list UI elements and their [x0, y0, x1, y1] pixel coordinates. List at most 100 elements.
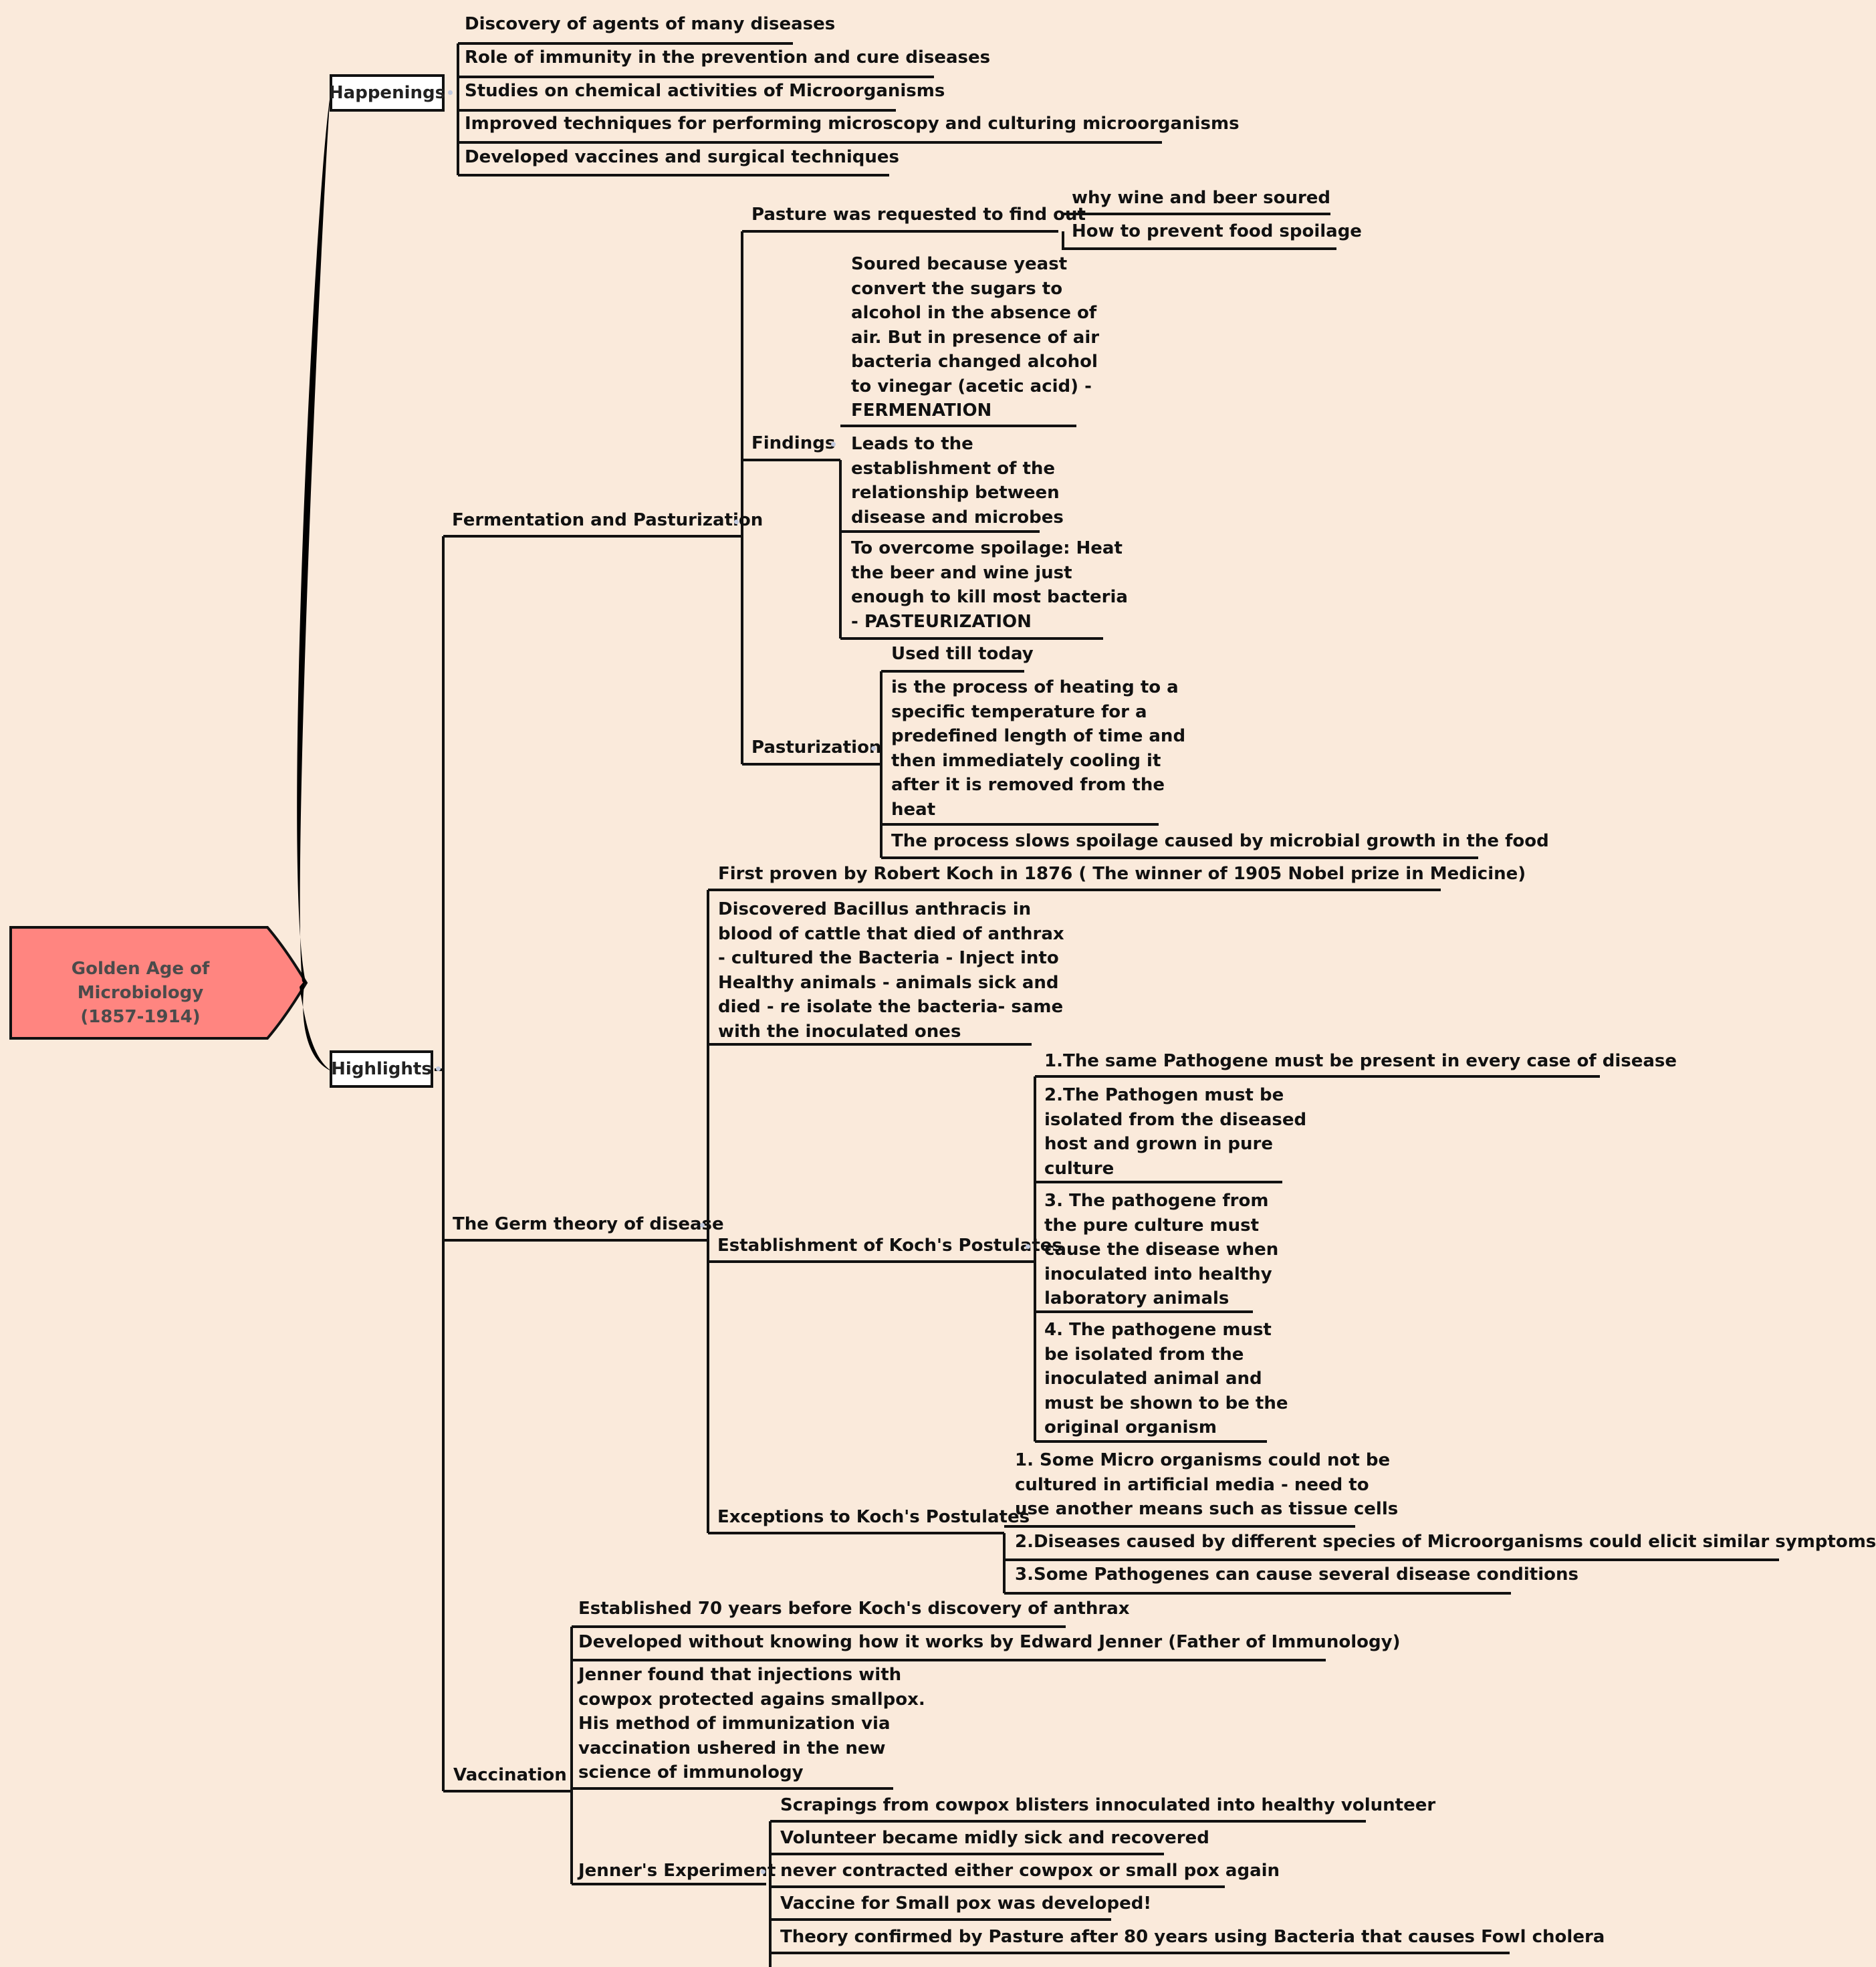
findings-item-2[interactable]: Leads to the establishment of the relati… — [851, 432, 1064, 530]
happenings-item-5[interactable]: Developed vaccines and surgical techniqu… — [465, 147, 899, 167]
findings-collapse-dot[interactable] — [831, 442, 836, 447]
postulate-2[interactable]: 2.The Pathogen must be isolated from the… — [1044, 1083, 1306, 1181]
findings-item-1-line: convert the sugars to — [851, 278, 1063, 299]
pasturization-collapse-dot[interactable] — [871, 746, 876, 751]
exception-1-line: 1. Some Micro organisms could not be — [1015, 1450, 1391, 1470]
postulate-4-line: be isolated from the — [1044, 1344, 1244, 1365]
vaccination-item-3-line: cowpox protected agains smallpox. — [578, 1689, 925, 1710]
pasturization-node[interactable]: Pasturization — [751, 737, 882, 758]
discovered-line: blood of cattle that died of anthrax — [718, 923, 1064, 944]
vaccination-item-2[interactable]: Developed without knowing how it works b… — [578, 1632, 1401, 1652]
postulate-2-line: culture — [1044, 1158, 1115, 1179]
vaccination-item-3-line: Jenner found that injections with — [578, 1665, 902, 1685]
postulate-4-line: 4. The pathogene must — [1044, 1320, 1272, 1340]
root-node-label[interactable]: Golden Age of Microbiology (1857-1914) — [9, 957, 271, 1029]
pasturization-item-2-line: then immediately cooling it — [891, 750, 1161, 771]
postulate-4-line: must be shown to be the — [1044, 1393, 1288, 1413]
postulate-1[interactable]: 1.The same Pathogene must be present in … — [1044, 1051, 1677, 1071]
fermentation-collapse-dot[interactable] — [734, 519, 739, 524]
findings-item-1-line: Soured because yeast — [851, 254, 1068, 274]
highlights-node[interactable]: Highlights — [330, 1050, 433, 1088]
happenings-collapse-dot[interactable] — [448, 90, 453, 95]
jenners-experiment-node[interactable]: Jenner's Experiment — [578, 1861, 776, 1881]
postulate-3-line: cause the disease when — [1044, 1240, 1279, 1260]
findings-item-2-line: disease and microbes — [851, 507, 1064, 528]
vaccination-node[interactable]: Vaccination — [453, 1765, 567, 1785]
vaccination-item-3-line: vaccination ushered in the new — [578, 1738, 886, 1758]
discovered-line: with the inoculated ones — [718, 1021, 961, 1042]
highlights-collapse-dot[interactable] — [436, 1066, 441, 1071]
pasturization-item-2[interactable]: is the process of heating to a specific … — [891, 675, 1185, 822]
postulate-3-line: laboratory animals — [1044, 1288, 1229, 1308]
vaccination-item-1[interactable]: Established 70 years before Koch's disco… — [578, 1599, 1130, 1619]
findings-item-3-line: To overcome spoilage: Heat — [851, 538, 1123, 558]
findings-item-1-line: alcohol in the absence of — [851, 303, 1097, 323]
discovered-line: Healthy animals - animals sick and — [718, 972, 1059, 993]
postulate-3[interactable]: 3. The pathogene from the pure culture m… — [1044, 1189, 1278, 1311]
postulate-2-line: isolated from the diseased — [1044, 1109, 1307, 1130]
root-title: Golden Age of Microbiology — [71, 959, 210, 1003]
pasturization-item-2-line: heat — [891, 799, 936, 820]
pasture-requested-node[interactable]: Pasture was requested to find out — [751, 205, 1086, 225]
findings-item-1-line: air. But in presence of air — [851, 327, 1100, 348]
experiment-step-3[interactable]: never contracted either cowpox or small … — [780, 1861, 1280, 1881]
postulate-3-line: the pure culture must — [1044, 1215, 1260, 1236]
root-to-highlights-connector — [300, 980, 332, 1071]
findings-item-2-line: relationship between — [851, 483, 1060, 503]
pasture-item-1[interactable]: why wine and beer soured — [1072, 188, 1331, 208]
fermentation-node[interactable]: Fermentation and Pasturization — [452, 510, 764, 530]
happenings-item-2[interactable]: Role of immunity in the prevention and c… — [465, 47, 991, 68]
exception-1[interactable]: 1. Some Micro organisms could not be cul… — [1015, 1448, 1398, 1522]
postulate-4-line: original organism — [1044, 1417, 1217, 1437]
findings-item-3-line: - PASTEURIZATION — [851, 611, 1032, 632]
postulate-2-line: 2.The Pathogen must be — [1044, 1085, 1284, 1105]
discovered-anthracis-node[interactable]: Discovered Bacillus anthracis in blood o… — [718, 897, 1064, 1044]
discovered-line: died - re isolate the bacteria- same — [718, 997, 1064, 1017]
postulate-3-line: inoculated into healthy — [1044, 1264, 1272, 1284]
germ-theory-node[interactable]: The Germ theory of disease — [453, 1214, 724, 1234]
kochs-postulates-collapse-dot[interactable] — [1026, 1244, 1030, 1249]
root-node-shape[interactable] — [9, 926, 308, 1040]
exceptions-node[interactable]: Exceptions to Koch's Postulates — [717, 1507, 1030, 1527]
happenings-item-4[interactable]: Improved techniques for performing micro… — [465, 114, 1240, 134]
findings-item-1-line: to vinegar (acetic acid) - — [851, 376, 1092, 396]
exception-2[interactable]: 2.Diseases caused by different species o… — [1015, 1532, 1876, 1552]
postulate-4-line: inoculated animal and — [1044, 1369, 1262, 1389]
postulate-2-line: host and grown in pure — [1044, 1134, 1273, 1154]
exception-3[interactable]: 3.Some Pathogenes can cause several dise… — [1015, 1565, 1578, 1585]
experiment-step-1[interactable]: Scrapings from cowpox blisters innoculat… — [780, 1795, 1436, 1815]
germ-theory-collapse-dot[interactable] — [700, 1223, 705, 1228]
experiment-step-4[interactable]: Vaccine for Small pox was developed! — [780, 1893, 1152, 1914]
pasture-item-2[interactable]: How to prevent food spoilage — [1072, 221, 1362, 241]
first-proven-node[interactable]: First proven by Robert Koch in 1876 ( Th… — [718, 864, 1526, 884]
kochs-postulates-node[interactable]: Establishment of Koch's Postulates — [717, 1236, 1062, 1256]
vaccination-item-3-line: His method of immunization via — [578, 1714, 891, 1734]
findings-item-2-line: Leads to the — [851, 434, 973, 454]
jenners-experiment-collapse-dot[interactable] — [761, 1869, 766, 1874]
findings-item-3-line: the beer and wine just — [851, 562, 1072, 583]
experiment-step-2[interactable]: Volunteer became midly sick and recovere… — [780, 1828, 1209, 1848]
discovered-line: Discovered Bacillus anthracis in — [718, 899, 1032, 919]
findings-node[interactable]: Findings — [751, 433, 836, 453]
findings-item-1-line: bacteria changed alcohol — [851, 352, 1098, 372]
mind-map-canvas — [9, 42, 1779, 1967]
findings-item-3[interactable]: To overcome spoilage: Heat the beer and … — [851, 536, 1128, 634]
discovered-line: - cultured the Bacteria - Inject into — [718, 948, 1059, 968]
vaccination-item-3[interactable]: Jenner found that injections with cowpox… — [578, 1663, 925, 1785]
pasturization-item-2-line: after it is removed from the — [891, 775, 1165, 795]
pasturization-item-3[interactable]: The process slows spoilage caused by mic… — [891, 831, 1549, 851]
happenings-node[interactable]: Happenings — [329, 74, 445, 112]
experiment-step-5[interactable]: Theory confirmed by Pasture after 80 yea… — [780, 1927, 1605, 1947]
exception-1-line: use another means such as tissue cells — [1015, 1499, 1399, 1519]
findings-item-1[interactable]: Soured because yeast convert the sugars … — [851, 252, 1099, 423]
exception-1-line: cultured in artificial media - need to — [1015, 1474, 1369, 1495]
pasturization-item-2-line: is the process of heating to a — [891, 677, 1179, 697]
happenings-item-3[interactable]: Studies on chemical activities of Microo… — [465, 81, 945, 101]
vaccination-item-3-line: science of immunology — [578, 1762, 804, 1782]
postulate-4[interactable]: 4. The pathogene must be isolated from t… — [1044, 1318, 1288, 1440]
happenings-item-1[interactable]: Discovery of agents of many diseases — [465, 14, 836, 34]
root-years: (1857-1914) — [80, 1007, 201, 1027]
pasturization-item-1[interactable]: Used till today — [891, 644, 1034, 664]
findings-item-3-line: enough to kill most bacteria — [851, 587, 1128, 607]
pasturization-item-2-line: predefined length of time and — [891, 726, 1186, 746]
